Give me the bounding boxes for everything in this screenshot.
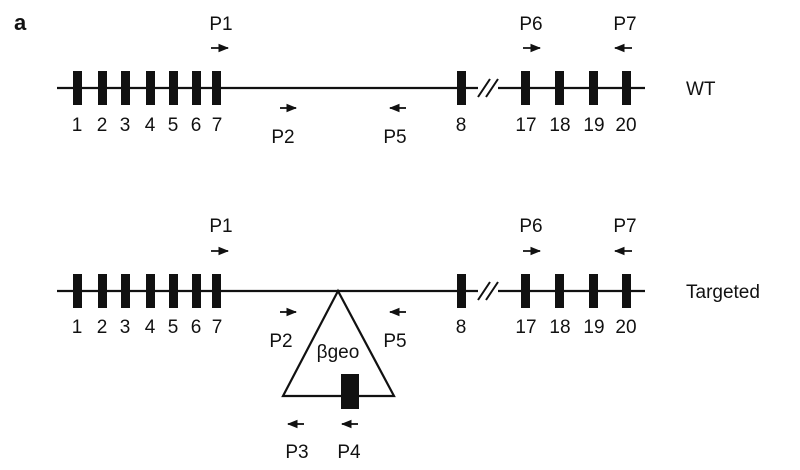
targeted-exon-label-1: 1 [72,317,83,338]
targeted-exon-label-20: 20 [615,317,636,338]
targeted-exon-label-3: 3 [120,317,131,338]
wt-exon-6 [192,71,201,105]
targeted-exon-label-5: 5 [168,317,179,338]
wt-exon-label-19: 19 [583,115,604,136]
wt-allele: 1 2 3 4 5 6 7 8 17 18 19 20 WT P1 P2 P5 … [57,14,716,148]
wt-exon-18 [555,71,564,105]
wt-exon-7 [212,71,221,105]
wt-exon-label-4: 4 [145,115,156,136]
panel-label: a [14,10,27,35]
wt-exon-label-1: 1 [72,115,83,136]
wt-primer-label-p5: P5 [383,127,406,148]
targeted-primer-label-p2: P2 [269,331,292,352]
wt-exon-8 [457,71,466,105]
targeted-exon-20 [622,274,631,308]
wt-exon-label-20: 20 [615,115,636,136]
targeted-primer-label-p5: P5 [383,331,406,352]
targeted-exon-1 [73,274,82,308]
targeted-exon-label-7: 7 [212,317,223,338]
targeted-primer-label-p4: P4 [337,442,361,463]
targeted-exon-label-8: 8 [456,317,467,338]
targeted-allele-label: Targeted [686,282,760,303]
targeted-break-mark-2 [485,281,499,301]
wt-primer-label-p2: P2 [271,127,294,148]
wt-primer-label-p6: P6 [519,14,542,35]
targeted-exon-8 [457,274,466,308]
wt-exon-label-6: 6 [191,115,202,136]
targeted-exon-3 [121,274,130,308]
targeted-exon-2 [98,274,107,308]
targeted-exon-label-18: 18 [549,317,570,338]
targeted-exon-4 [146,274,155,308]
wt-exon-3 [121,71,130,105]
targeted-exon-label-2: 2 [97,317,108,338]
wt-exon-label-5: 5 [168,115,179,136]
wt-allele-label: WT [686,79,716,100]
cassette-label: βgeo [317,342,360,363]
targeted-exon-19 [589,274,598,308]
targeted-primer-label-p3: P3 [285,442,308,463]
targeted-break-mark-1 [477,281,491,301]
wt-exon-label-2: 2 [97,115,108,136]
wt-exon-2 [98,71,107,105]
targeted-exon-5 [169,274,178,308]
wt-exon-4 [146,71,155,105]
wt-exon-19 [589,71,598,105]
targeted-primer-label-p1: P1 [209,216,232,237]
wt-exon-5 [169,71,178,105]
targeted-exon-18 [555,274,564,308]
targeted-exon-label-6: 6 [191,317,202,338]
wt-exon-17 [521,71,530,105]
wt-exon-label-18: 18 [549,115,570,136]
wt-primer-label-p1: P1 [209,14,232,35]
wt-exon-1 [73,71,82,105]
wt-break-mark-2 [485,78,499,98]
targeted-exon-label-19: 19 [583,317,604,338]
targeted-primer-label-p7: P7 [613,216,636,237]
wt-exon-label-8: 8 [456,115,467,136]
targeted-allele: 1 2 3 4 5 6 7 8 17 18 19 20 Targeted βge… [57,216,760,463]
targeted-primer-label-p6: P6 [519,216,542,237]
targeted-exon-7 [212,274,221,308]
targeted-exon-17 [521,274,530,308]
betageo-cassette-triangle [281,288,396,398]
wt-break-mark-1 [477,78,491,98]
targeted-exon-6 [192,274,201,308]
wt-exon-20 [622,71,631,105]
wt-exon-label-7: 7 [212,115,223,136]
cassette-block [341,374,359,409]
targeted-exon-label-17: 17 [515,317,536,338]
wt-exon-label-17: 17 [515,115,536,136]
targeted-exon-label-4: 4 [145,317,156,338]
wt-primer-label-p7: P7 [613,14,636,35]
wt-exon-label-3: 3 [120,115,131,136]
